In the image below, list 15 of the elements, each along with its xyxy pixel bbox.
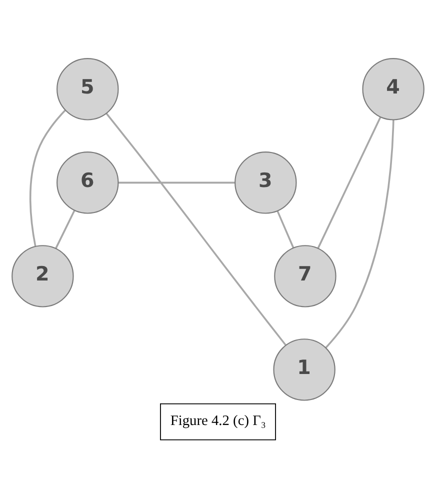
connector [55,210,76,249]
connector [325,120,394,348]
connector [29,110,66,246]
node-circle: 7 [274,245,336,308]
connector [118,182,235,184]
connector [317,116,382,249]
node-circle: 2 [12,245,74,308]
caption: Figure 4.2 (c) Γ₃ [170,413,266,430]
connector [276,210,294,248]
node-circle: 1 [273,338,336,401]
node-circle: 5 [56,58,119,120]
node-circle: 3 [234,152,297,214]
node-circle: 6 [56,152,119,214]
node-circle: 4 [362,58,424,120]
connector [106,112,287,346]
